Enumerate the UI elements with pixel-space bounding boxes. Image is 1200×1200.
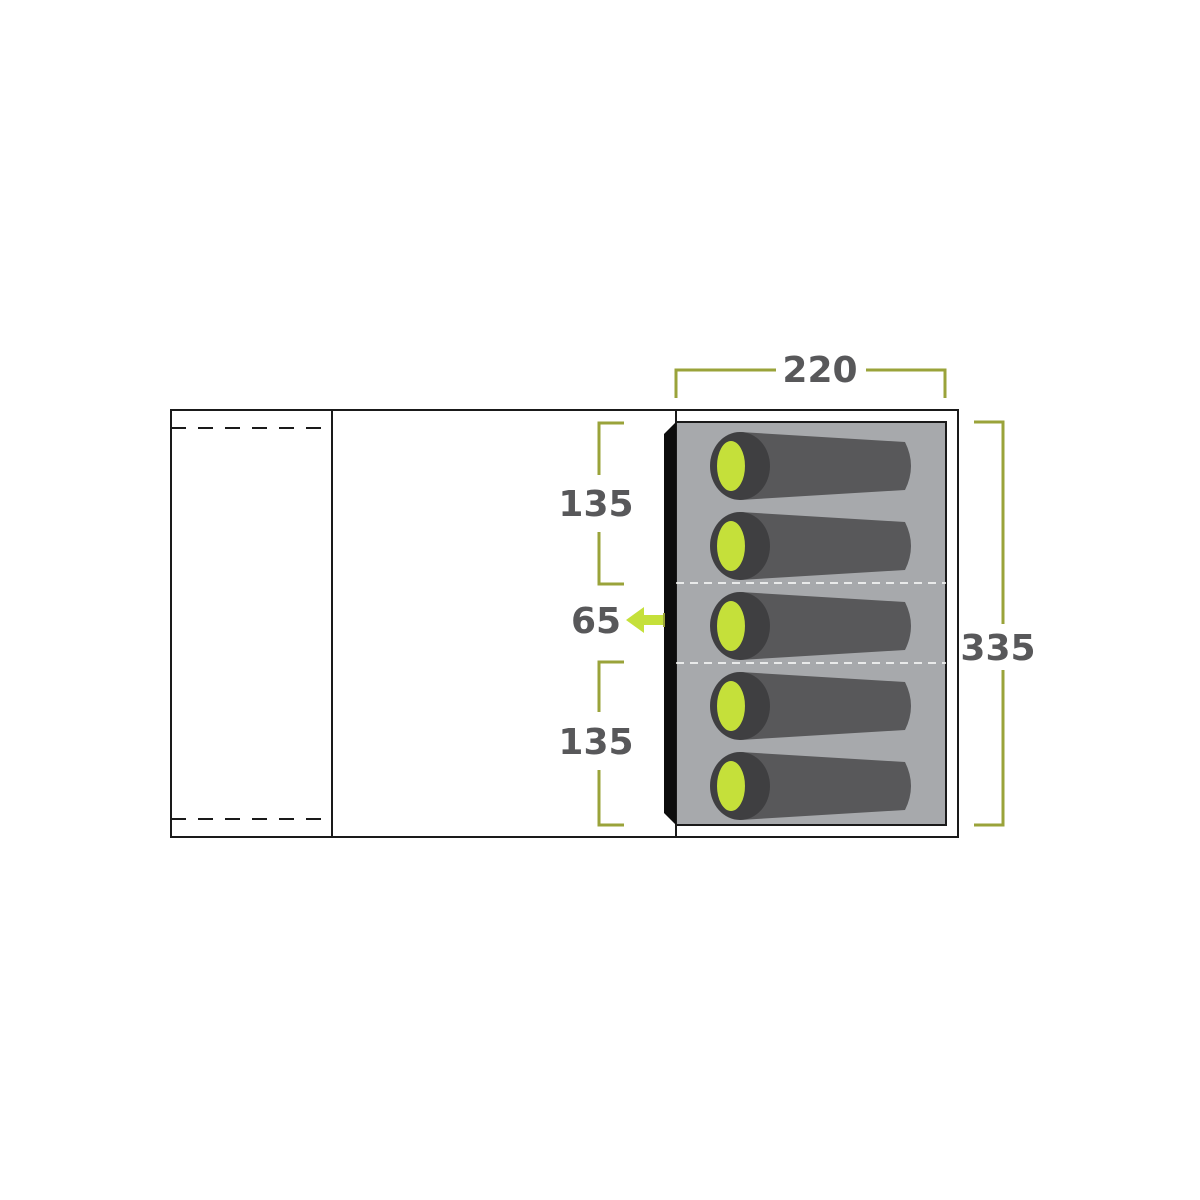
sleeping-bags xyxy=(710,432,911,820)
depth-dimension: 335 xyxy=(960,420,1036,827)
compartment-dimensions: 135 65 135 xyxy=(558,421,634,827)
sleeping-bag-icon xyxy=(710,752,911,820)
width-bracket-left xyxy=(674,368,776,398)
compartment-bottom-bracket-upper xyxy=(597,660,624,712)
bedroom-door xyxy=(664,422,676,825)
compartment-top-bracket-upper xyxy=(597,421,624,475)
compartment-top-bracket-lower xyxy=(597,532,624,586)
width-dimension: 220 xyxy=(674,350,947,398)
width-bracket-right xyxy=(866,368,947,398)
sleeping-bag-icon xyxy=(710,512,911,580)
compartment-middle-label: 65 xyxy=(571,601,621,642)
sleeping-bag-icon xyxy=(710,592,911,660)
compartment-bottom-label: 135 xyxy=(558,722,633,763)
depth-bracket-bottom xyxy=(974,670,1005,827)
sleeping-bag-icon xyxy=(710,432,911,500)
sleeping-bag-icon xyxy=(710,672,911,740)
depth-label: 335 xyxy=(960,628,1035,669)
depth-bracket-top xyxy=(974,420,1005,624)
compartment-bottom-bracket-lower xyxy=(597,770,624,827)
compartment-top-label: 135 xyxy=(558,484,633,525)
door-arrow-icon xyxy=(626,607,665,633)
width-label: 220 xyxy=(782,350,857,391)
